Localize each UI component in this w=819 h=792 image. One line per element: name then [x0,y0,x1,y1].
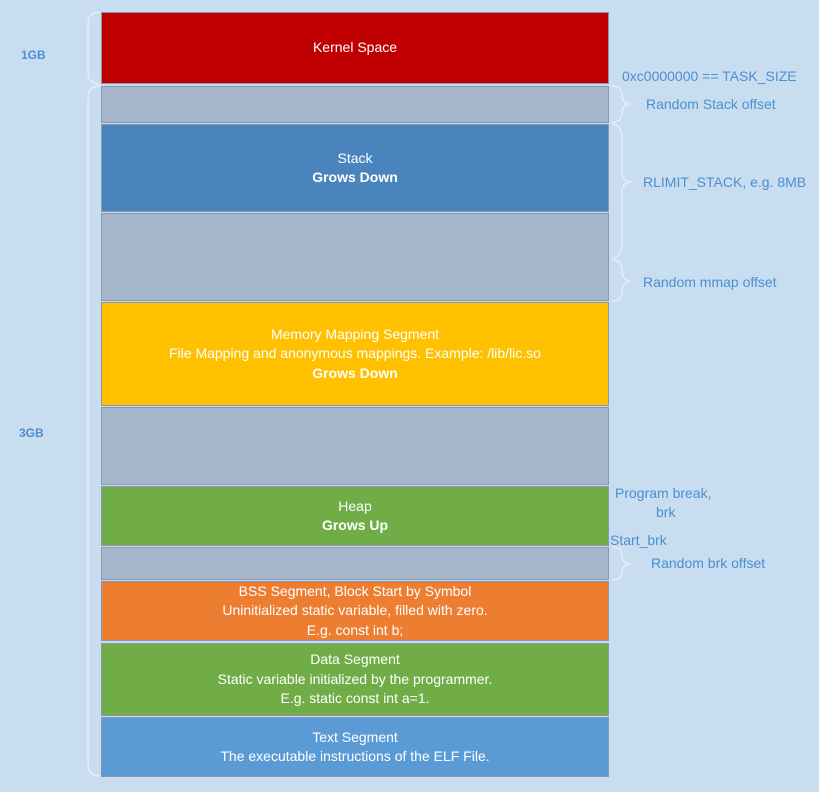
right-brace-random-brk [611,546,631,581]
stack-mmap-gap [101,213,609,301]
stack-title: Stack [337,149,373,166]
size-label-3gb: 3GB [19,426,44,440]
heap-segment: Heap Grows Up [101,486,609,546]
random-mmap-offset-label: Random mmap offset [643,274,777,290]
mmap-title: Memory Mapping Segment [270,325,440,342]
mmap-growth: Grows Down [312,364,398,381]
right-brace-random-mmap [611,259,631,302]
stack-growth: Grows Down [312,169,398,185]
bss-title: BSS Segment, Block Start by Symbol [238,582,472,599]
random-brk-offset-label: Random brk offset [651,555,766,571]
data-title: Data Segment [310,651,400,668]
mmap-heap-gap [101,407,609,485]
left-brace-1gb [87,11,101,85]
data-example: E.g. static const int a=1. [280,690,430,707]
size-label-1gb: 1GB [21,48,46,62]
stack-segment: Stack Grows Down [101,124,609,212]
heap-growth: Grows Up [321,517,389,533]
task-size-label: 0xc0000000 == TASK_SIZE [622,68,797,84]
kernel-space-segment: Kernel Space [101,12,609,84]
random-brk-offset-gap [101,547,609,580]
brk-label: brk [656,504,676,520]
bss-description: Uninitialized static variable, filled wi… [222,602,488,619]
text-segment: Text Segment The executable instructions… [101,717,609,777]
data-description: Static variable initialized by the progr… [217,670,493,687]
text-description: The executable instructions of the ELF F… [220,748,490,764]
left-brace-3gb [87,85,101,777]
memory-mapping-segment: Memory Mapping Segment File Mapping and … [101,302,609,406]
random-stack-offset-gap [101,86,609,123]
kernel-space-title: Kernel Space [312,39,398,56]
text-title: Text Segment [312,728,398,745]
data-segment: Data Segment Static variable initialized… [101,643,609,716]
bss-example: E.g. const int b; [306,621,404,638]
mmap-description: File Mapping and anonymous mappings. Exa… [169,345,541,362]
bss-segment: BSS Segment, Block Start by Symbol Unini… [101,581,609,641]
random-stack-offset-label: Random Stack offset [646,96,776,112]
program-break-label: Program break, [615,485,712,501]
right-brace-random-stack [611,85,631,123]
start-brk-label: Start_brk [610,532,667,548]
rlimit-stack-label: RLIMIT_STACK, e.g. 8MB [643,174,807,190]
heap-title: Heap [338,497,372,514]
right-brace-rlimit [611,123,633,259]
